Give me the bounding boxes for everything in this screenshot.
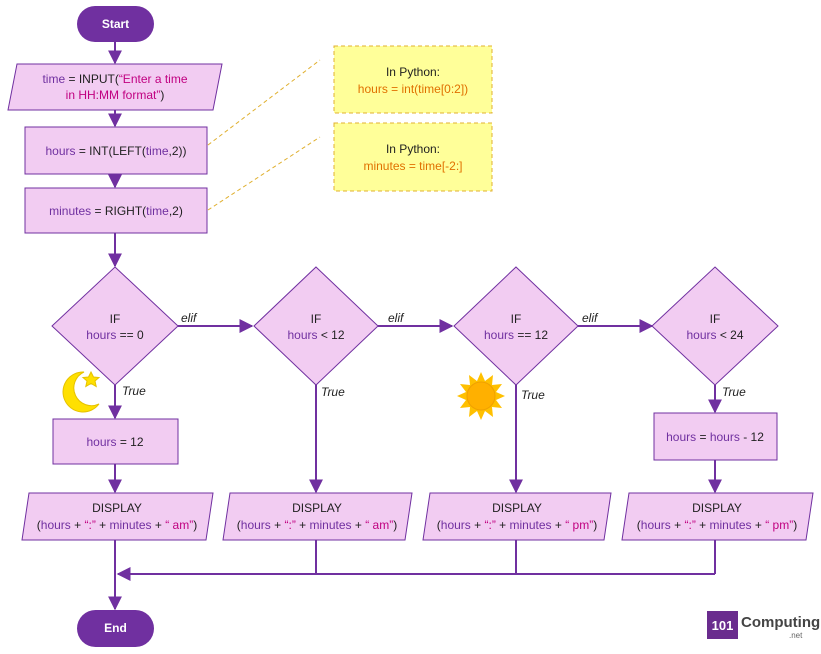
hours-process: hours = INT(LEFT(time,2)) <box>24 126 208 175</box>
assign-hours-minus-12: hours = hours - 12 <box>653 412 778 461</box>
display-expression: (hours + “:” + minutes + “ am”) <box>37 518 197 532</box>
assign-shape <box>52 418 179 465</box>
end-shape <box>77 610 154 647</box>
note-title: In Python: <box>386 142 440 156</box>
display-shape <box>621 492 814 541</box>
decision-hours-eq-0: IF hours == 0 <box>51 266 179 386</box>
assign-label: hours = hours - 12 <box>666 430 764 444</box>
note-code: hours = int(time[0:2]) <box>358 82 468 96</box>
display-keyword: DISPLAY <box>492 501 542 515</box>
start-label: Start <box>102 17 129 31</box>
decision-hours-lt-12: IF hours < 12 <box>253 266 379 386</box>
decision-condition: hours < 12 <box>287 328 344 342</box>
minutes-process: minutes = RIGHT(time,2) <box>24 187 208 234</box>
assign-shape <box>653 412 778 461</box>
decision-condition: hours == 12 <box>484 328 548 342</box>
logo-number: 101 <box>707 611 738 639</box>
hours-process-label: hours = INT(LEFT(time,2)) <box>45 144 186 158</box>
decision-hours-eq-12: IF hours == 12 <box>453 266 579 386</box>
minutes-process-label: minutes = RIGHT(time,2) <box>49 204 183 218</box>
display-shape <box>222 492 413 541</box>
display-keyword: DISPLAY <box>92 501 142 515</box>
end-label: End <box>104 621 127 635</box>
display-expression: (hours + “:” + minutes + “ pm”) <box>637 518 797 532</box>
python-note-minutes: In Python: minutes = time[-2:] <box>333 122 493 192</box>
minutes-process-shape <box>24 187 208 234</box>
decision-condition: hours < 24 <box>686 328 743 342</box>
assign-label: hours = 12 <box>86 435 143 449</box>
display-expression: (hours + “:” + minutes + “ am”) <box>237 518 397 532</box>
display-shape <box>21 492 214 541</box>
decision-hours-lt-24: IF hours < 24 <box>651 266 779 386</box>
input-line-1: time = INPUT(“Enter a time <box>42 72 187 86</box>
logo-word: Computing <box>741 614 821 631</box>
assign-hours-12: hours = 12 <box>52 418 179 465</box>
true-label-2: True <box>321 385 345 399</box>
connectors <box>108 42 722 611</box>
display-keyword: DISPLAY <box>292 501 342 515</box>
decision-shape <box>51 266 179 386</box>
elif-label-2: elif <box>388 311 405 325</box>
input-step: time = INPUT(“Enter a time in HH:MM form… <box>7 63 223 111</box>
start-shape <box>77 6 154 42</box>
note-connectors <box>207 59 321 211</box>
note-code: minutes = time[-2:] <box>363 159 462 173</box>
decision-shape <box>651 266 779 386</box>
display-expression: (hours + “:” + minutes + “ pm”) <box>437 518 597 532</box>
input-shape <box>7 63 223 111</box>
note-box <box>333 122 493 192</box>
elif-label-3: elif <box>582 311 599 325</box>
display-shape <box>422 492 612 541</box>
moon-star-icon <box>62 370 101 413</box>
start-terminal: Start <box>77 6 154 42</box>
decision-keyword: IF <box>511 312 522 326</box>
true-label-1: True <box>122 384 146 398</box>
true-label-3: True <box>521 388 545 402</box>
display-am-1: DISPLAY (hours + “:” + minutes + “ am”) <box>21 492 214 541</box>
sun-icon <box>457 372 505 420</box>
note1-connector <box>207 59 321 146</box>
hours-process-shape <box>24 126 208 175</box>
end-terminal: End <box>77 610 154 647</box>
decision-shape <box>253 266 379 386</box>
display-pm-1: DISPLAY (hours + “:” + minutes + “ pm”) <box>422 492 612 541</box>
note2-connector <box>207 136 321 211</box>
decision-keyword: IF <box>710 312 721 326</box>
decision-keyword: IF <box>110 312 121 326</box>
logo-tld: .net <box>789 631 803 640</box>
display-am-2: DISPLAY (hours + “:” + minutes + “ am”) <box>222 492 413 541</box>
python-note-hours: In Python: hours = int(time[0:2]) <box>333 45 493 114</box>
true-label-4: True <box>722 385 746 399</box>
note-box <box>333 45 493 114</box>
input-line-2: in HH:MM format”) <box>66 88 165 102</box>
decision-keyword: IF <box>311 312 322 326</box>
note-title: In Python: <box>386 65 440 79</box>
sun-disc <box>466 381 496 411</box>
display-keyword: DISPLAY <box>692 501 742 515</box>
decision-shape <box>453 266 579 386</box>
elif-label-1: elif <box>181 311 198 325</box>
decision-condition: hours == 0 <box>86 328 144 342</box>
display-pm-2: DISPLAY (hours + “:” + minutes + “ pm”) <box>621 492 814 541</box>
moon-shape <box>62 371 100 413</box>
star-shape <box>81 370 101 388</box>
